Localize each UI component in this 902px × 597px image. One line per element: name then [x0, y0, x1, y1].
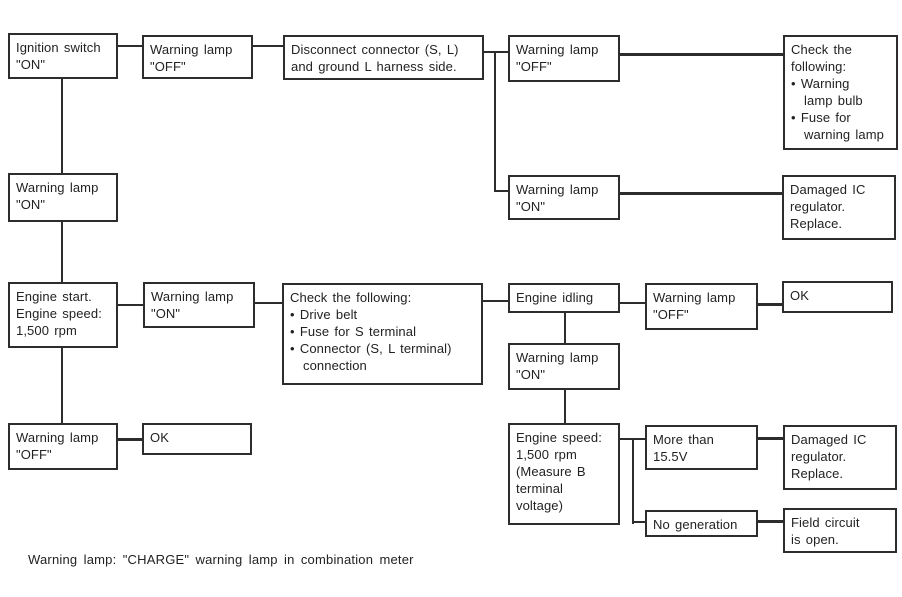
connector-line — [632, 438, 634, 524]
connector-line — [118, 438, 142, 441]
box-damaged-ic-regulator-top: Damaged IC regulator. Replace. — [782, 175, 896, 240]
connector-line — [253, 45, 283, 47]
connector-line — [758, 520, 783, 523]
box-text: regulator. — [790, 199, 846, 214]
connector-line — [564, 390, 566, 423]
box-text: "OFF" — [150, 59, 186, 74]
box-text: "ON" — [16, 57, 46, 72]
box-text: 1,500 rpm — [516, 447, 577, 462]
box-text: and ground L harness side. — [291, 59, 457, 74]
connector-line — [255, 302, 282, 304]
box-warning-lamp-off-top: Warning lamp "OFF" — [142, 35, 253, 79]
box-text: warning lamp — [804, 127, 885, 142]
box-text: Engine speed: — [16, 306, 102, 321]
box-warning-lamp-on-idle: Warning lamp "ON" — [508, 343, 620, 390]
box-disconnect-connector: Disconnect connector (S, L) and ground L… — [283, 35, 484, 80]
box-ok-row2: OK — [782, 281, 893, 313]
box-warning-lamp-off-mid: Warning lamp "OFF" — [508, 35, 620, 82]
connector-line — [118, 45, 142, 47]
box-engine-speed-measure-b: Engine speed: 1,500 rpm (Measure B termi… — [508, 423, 620, 525]
box-warning-lamp-on-row2: Warning lamp "ON" — [143, 282, 255, 328]
box-text: • Connector (S, L terminal) — [290, 341, 452, 356]
box-text: Check the following: — [290, 290, 412, 305]
box-check-drive-belt: Check the following: • Drive belt • Fuse… — [282, 283, 483, 385]
box-text: Engine speed: — [516, 430, 602, 445]
box-warning-lamp-off-left: Warning lamp "OFF" — [8, 423, 118, 470]
box-text: "OFF" — [16, 447, 52, 462]
box-text: Ignition switch — [16, 40, 101, 55]
box-text: • Fuse for S terminal — [290, 324, 417, 339]
box-text: OK — [150, 430, 169, 445]
connector-line — [758, 437, 783, 440]
box-text: Warning lamp — [150, 42, 233, 57]
box-text: lamp bulb — [804, 93, 863, 108]
box-ignition-switch-on: Ignition switch "ON" — [8, 33, 118, 79]
box-check-warning-lamp: Check the following: • Warning lamp bulb… — [783, 35, 898, 150]
box-text: Disconnect connector (S, L) — [291, 42, 459, 57]
box-more-than-15-5v: More than 15.5V — [645, 425, 758, 470]
connector-line — [494, 51, 496, 192]
box-text: "ON" — [516, 367, 546, 382]
connector-line — [484, 51, 508, 53]
box-warning-lamp-off-row2: Warning lamp "OFF" — [645, 283, 758, 330]
box-text: 15.5V — [653, 449, 688, 464]
box-text: Damaged IC — [791, 432, 867, 447]
box-text: Warning lamp — [516, 350, 599, 365]
box-text: following: — [791, 59, 847, 74]
box-text: Check the — [791, 42, 852, 57]
box-text: OK — [790, 288, 809, 303]
connector-line — [61, 222, 63, 282]
connector-line — [61, 79, 63, 173]
box-ok-left: OK — [142, 423, 252, 455]
connector-line — [620, 192, 782, 195]
box-text: "ON" — [516, 199, 546, 214]
connector-line — [494, 190, 508, 192]
box-text: voltage) — [516, 498, 564, 513]
box-text: • Drive belt — [290, 307, 358, 322]
box-text: Warning lamp — [151, 289, 234, 304]
box-text: Warning lamp — [516, 42, 599, 57]
box-text: "OFF" — [653, 307, 689, 322]
box-text: 1,500 rpm — [16, 323, 77, 338]
footnote-warning-lamp-definition: Warning lamp: "CHARGE" warning lamp in c… — [28, 552, 414, 567]
box-engine-idling: Engine idling — [508, 283, 620, 313]
box-warning-lamp-on-mid: Warning lamp "ON" — [508, 175, 620, 220]
connector-line — [620, 302, 645, 304]
box-text: "ON" — [151, 306, 181, 321]
box-damaged-ic-regulator-bottom: Damaged IC regulator. Replace. — [783, 425, 897, 490]
box-text: (Measure B — [516, 464, 586, 479]
box-text: Damaged IC — [790, 182, 866, 197]
box-text: Warning lamp — [516, 182, 599, 197]
box-text: • Warning — [791, 76, 850, 91]
box-text: Replace. — [790, 216, 843, 231]
box-text: • Fuse for — [791, 110, 851, 125]
connector-line — [61, 348, 63, 423]
box-text: connection — [303, 358, 367, 373]
connector-line — [118, 304, 143, 306]
box-text: Warning lamp — [16, 180, 99, 195]
box-text: terminal — [516, 481, 564, 496]
box-text: regulator. — [791, 449, 847, 464]
box-text: More than — [653, 432, 714, 447]
box-engine-start: Engine start. Engine speed: 1,500 rpm — [8, 282, 118, 348]
box-text: "ON" — [16, 197, 46, 212]
box-text: Field circuit — [791, 515, 860, 530]
box-field-circuit-open: Field circuit is open. — [783, 508, 897, 553]
box-text: Replace. — [791, 466, 844, 481]
box-text: Engine start. — [16, 289, 92, 304]
box-text: Warning lamp — [653, 290, 736, 305]
connector-line — [483, 300, 508, 302]
box-text: No generation — [653, 517, 738, 532]
box-warning-lamp-on-left: Warning lamp "ON" — [8, 173, 118, 222]
box-text: "OFF" — [516, 59, 552, 74]
connector-line — [620, 53, 783, 56]
connector-line — [632, 521, 645, 523]
box-no-generation: No generation — [645, 510, 758, 537]
connector-line — [564, 313, 566, 343]
box-text: is open. — [791, 532, 839, 547]
connector-line — [758, 303, 782, 306]
box-text: Engine idling — [516, 290, 594, 305]
box-text: Warning lamp — [16, 430, 99, 445]
